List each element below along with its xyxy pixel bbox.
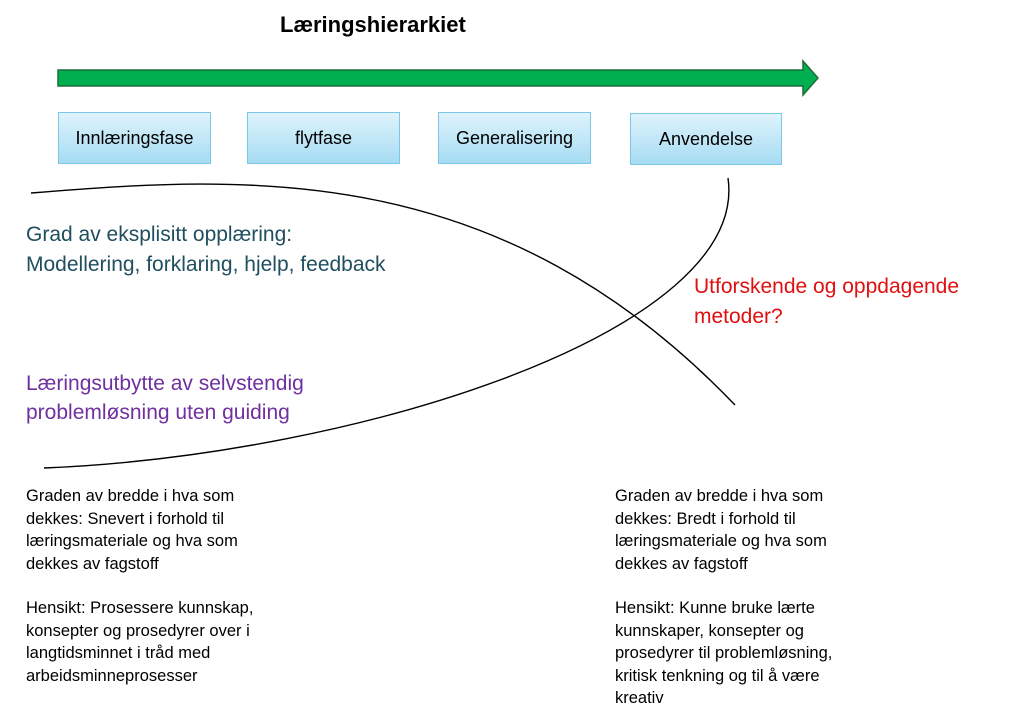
text-line: dekkes: Snevert i forhold til (26, 509, 225, 528)
left-description: Graden av bredde i hva som dekkes: Sneve… (26, 485, 253, 687)
progression-arrow (57, 59, 820, 97)
text-line: dekkes av fagstoff (615, 554, 748, 573)
stage-box-generalization: Generalisering (438, 112, 591, 164)
stage-label: Anvendelse (658, 128, 754, 149)
explicit-instruction-curve (30, 183, 736, 406)
stage-label: Generalisering (455, 127, 574, 148)
diagram-title: Læringshierarkiet (280, 12, 466, 37)
stage-box-acquisition: Innlæringsfase (58, 112, 211, 164)
text-line: kritisk tenkning og til å være (615, 666, 820, 685)
stage-box-application: Anvendelse (630, 113, 782, 165)
text-line: Graden av bredde i hva som (26, 487, 235, 505)
text-line: Læringsutbytte av selvstendig (26, 372, 304, 395)
text-line: Hensikt: Kunne bruke lærte (615, 599, 815, 617)
text-line: dekkes av fagstoff (26, 554, 159, 573)
text-line: kreativ (615, 689, 664, 707)
text-line: Grad av eksplisitt opplæring: (26, 223, 293, 246)
right-description: Graden av bredde i hva som dekkes: Bredt… (615, 485, 832, 710)
text-line: Utforskende og oppdagende (694, 275, 960, 298)
independent-outcome-curve (43, 177, 730, 469)
text-line: arbeidsminneprosesser (26, 666, 198, 685)
breadth-paragraph: Graden av bredde i hva som dekkes: Sneve… (26, 485, 253, 575)
stage-label: Innlæringsfase (75, 127, 194, 148)
purpose-paragraph: Hensikt: Prosessere kunnskap, konsepter … (26, 597, 253, 687)
text-line: Modellering, forklaring, hjelp, feedback (26, 253, 386, 276)
text-line: læringsmateriale og hva som (26, 532, 238, 550)
text-line: konsepter og prosedyrer over i (26, 621, 250, 640)
text-line: metoder? (694, 305, 783, 328)
text-line: kunnskaper, konsepter og (615, 621, 804, 640)
purpose-paragraph: Hensikt: Kunne bruke lærte kunnskaper, k… (615, 597, 832, 710)
text-line: dekkes: Bredt i forhold til (615, 509, 796, 528)
text-line: Graden av bredde i hva som (615, 487, 824, 505)
text-line: Hensikt: Prosessere kunnskap, (26, 599, 254, 617)
text-line: læringsmateriale og hva som (615, 532, 827, 550)
explicit-instruction-label: Grad av eksplisitt opplæring: Modellerin… (26, 220, 386, 280)
stage-box-fluency: flytfase (247, 112, 400, 164)
text-line: langtidsminnet i tråd med (26, 644, 211, 662)
independent-outcome-label: Læringsutbytte av selvstendig problemløs… (26, 369, 304, 427)
text-line: problemløsning uten guiding (26, 401, 290, 424)
stage-label: flytfase (294, 127, 353, 148)
exploratory-methods-label: Utforskende og oppdagende metoder? (694, 272, 959, 332)
breadth-paragraph: Graden av bredde i hva som dekkes: Bredt… (615, 485, 832, 575)
text-line: prosedyrer til problemløsning, (615, 644, 833, 662)
